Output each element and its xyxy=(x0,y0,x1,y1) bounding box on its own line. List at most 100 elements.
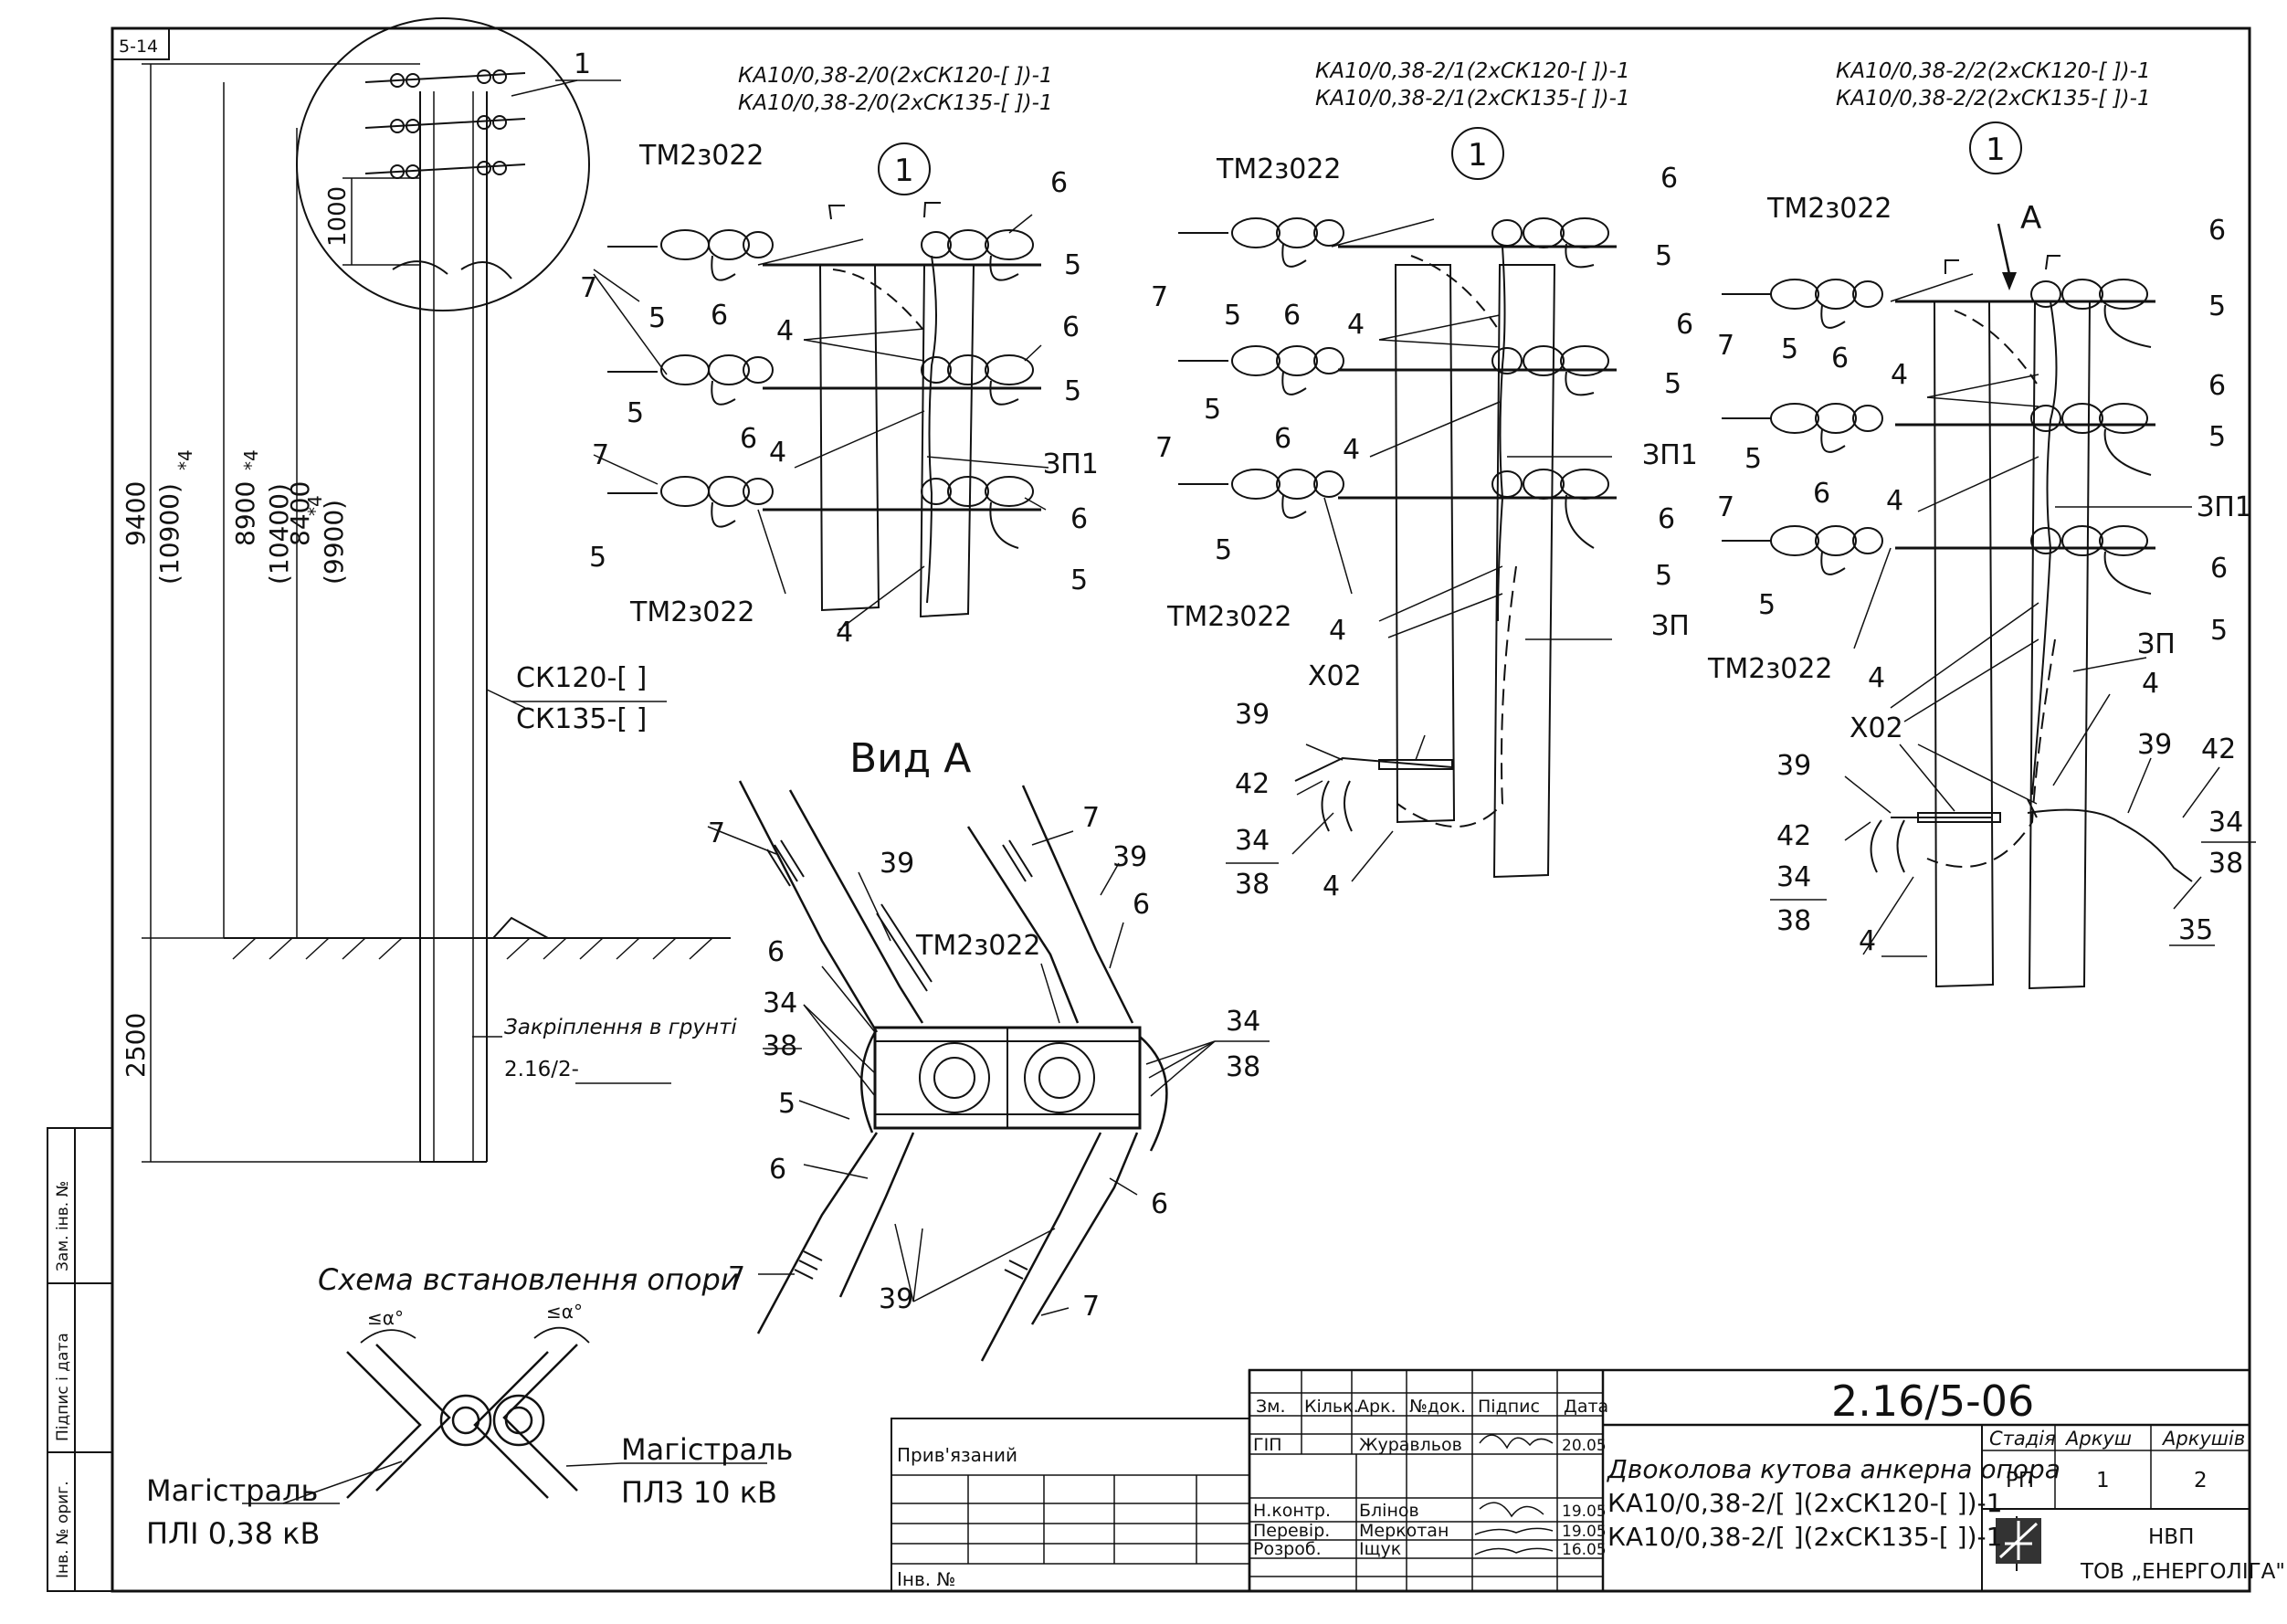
dim-8900: 8900 xyxy=(230,481,260,546)
view-3-lbl-7b: 7 xyxy=(1717,491,1734,523)
view-3-lbl-35: 35 xyxy=(2178,914,2213,946)
view-3-lbl-38b: 38 xyxy=(2208,848,2243,880)
company-line-1: НВП xyxy=(2148,1525,2194,1549)
view-a-lbl-7b: 7 xyxy=(1082,802,1100,834)
view-3-arrow-a: А xyxy=(2020,200,2041,237)
view-1-lbl-5c: 5 xyxy=(589,542,606,574)
view-2-lbl-6a: 6 xyxy=(1283,300,1301,332)
signer-role-1: Н.контр. xyxy=(1253,1501,1331,1521)
view-3-lbl-5e: 5 xyxy=(2208,421,2226,453)
view-1-tm-bottom: ТМ2з022 xyxy=(629,596,755,628)
dim-9400: 9400 xyxy=(121,481,151,546)
view-a-lbl-39c: 39 xyxy=(879,1283,913,1315)
view-1-lbl-4b: 4 xyxy=(769,437,786,469)
view-2-node-circle xyxy=(1451,127,1504,180)
pole-type-2: СК135-[ ] xyxy=(516,703,647,735)
view-2-lbl-6b: 6 xyxy=(1274,423,1291,455)
view-3-lbl-39a: 39 xyxy=(1776,750,1811,782)
inv-label: Інв. № xyxy=(897,1568,955,1590)
col-sign: Підпис xyxy=(1478,1397,1540,1417)
scheme-left-line-2: ПЛІ 0,38 кВ xyxy=(146,1516,320,1551)
side-stamp-sign-date: Підпис і дата xyxy=(54,1333,72,1441)
view-a-lbl-6c: 6 xyxy=(769,1154,786,1186)
pole-elevation xyxy=(142,17,731,1163)
sheets-value: 2 xyxy=(2194,1469,2208,1492)
view-a-title: Вид А xyxy=(849,735,971,782)
view-2-tm-bottom: ТМ2з022 xyxy=(1166,601,1292,633)
signer-name-2: Меркотан xyxy=(1359,1521,1449,1541)
view-2-lbl-4c: 4 xyxy=(1329,615,1346,647)
view-3-tm-top: ТМ2з022 xyxy=(1766,193,1892,225)
signer-role-3: Розроб. xyxy=(1253,1539,1322,1559)
view-3-lbl-7a: 7 xyxy=(1717,330,1734,362)
view-1-tm-top: ТМ2з022 xyxy=(638,140,764,172)
view-3-lbl-34a: 34 xyxy=(1776,861,1811,893)
view-3-lbl-6a: 6 xyxy=(1831,343,1849,374)
view-2-lbl-34: 34 xyxy=(1235,825,1270,857)
signer-date-2: 19.05 xyxy=(1562,1523,1607,1541)
view-1-lbl-7b: 7 xyxy=(592,439,609,471)
view-2-lbl-5f: 5 xyxy=(1655,560,1672,592)
signer-name-1: Блінов xyxy=(1359,1501,1419,1521)
view-3-lbl-5f: 5 xyxy=(2210,615,2228,647)
title-block-lines xyxy=(891,1368,2251,1593)
view-3-code-1: КА10/0,38-2/2(2хСК120-[ ])-1 xyxy=(1836,59,2151,83)
view-1-node-circle xyxy=(878,142,931,195)
outer-frame xyxy=(111,26,2251,1593)
view-2-tm-top: ТМ2з022 xyxy=(1216,153,1342,185)
view-1-drawing xyxy=(593,202,1049,631)
view-3-x02: Х02 xyxy=(1850,712,1903,744)
signer-date-3: 16.05 xyxy=(1562,1541,1607,1559)
view-3-zp: ЗП xyxy=(2137,628,2176,660)
side-stamp-replace-inv: Зам. інв. № xyxy=(54,1181,72,1271)
dim-2500: 2500 xyxy=(121,1013,151,1078)
view-a-tm: ТМ2з022 xyxy=(915,930,1041,962)
view-3-lbl-39b: 39 xyxy=(2137,729,2172,761)
view-3-lbl-6e: 6 xyxy=(2210,553,2228,585)
view-3-lbl-4a: 4 xyxy=(1891,359,1908,391)
star-note-3: *4 xyxy=(304,495,326,516)
scheme-right-line-1: Магістраль xyxy=(621,1432,793,1467)
view-1-lbl-5f: 5 xyxy=(1070,564,1088,596)
view-1-lbl-5d: 5 xyxy=(1064,249,1081,281)
view-2-lbl-6d: 6 xyxy=(1676,309,1693,341)
view-2-code-1: КА10/0,38-2/1(2хСК120-[ ])-1 xyxy=(1315,59,1630,83)
view-a-lbl-7d: 7 xyxy=(1082,1291,1100,1323)
dim-9900: (9900) xyxy=(319,500,349,585)
view-2-zp1: ЗП1 xyxy=(1642,439,1698,471)
view-a-lbl-38b: 38 xyxy=(1226,1051,1260,1083)
view-a-lbl-5: 5 xyxy=(778,1088,796,1120)
col-zm: Зм. xyxy=(1256,1397,1286,1417)
view-2-lbl-5a: 5 xyxy=(1224,300,1241,332)
view-a-lbl-39b: 39 xyxy=(1112,841,1147,873)
view-1-zp1: ЗП1 xyxy=(1043,448,1099,480)
view-2-lbl-4b: 4 xyxy=(1343,434,1360,466)
star-note-2: *4 xyxy=(240,449,262,470)
corner-code-box xyxy=(111,27,170,60)
title-line-2: КА10/0,38-2/[ ](2хСК120-[ ])-1 xyxy=(1607,1488,2002,1518)
view-1-lbl-7a: 7 xyxy=(580,272,597,304)
pole-callout: 1 xyxy=(574,48,591,80)
dim-10400: (10400) xyxy=(264,483,294,585)
view-3-lbl-5d: 5 xyxy=(2208,290,2226,322)
side-stamp-inv-orig: Інв. № ориг. xyxy=(54,1481,72,1578)
star-note-1: *4 xyxy=(174,449,196,470)
view-1-lbl-6a: 6 xyxy=(711,300,728,332)
view-3-lbl-42b: 42 xyxy=(2201,733,2236,765)
view-1-lbl-6e: 6 xyxy=(1070,503,1088,535)
title-line-1: Двоколова кутова анкерна опора xyxy=(1606,1454,2060,1484)
view-1-lbl-6b: 6 xyxy=(740,423,757,455)
view-a-lbl-34a: 34 xyxy=(763,987,797,1019)
view-3-lbl-38a: 38 xyxy=(1776,905,1811,937)
scheme-drawing xyxy=(242,1326,767,1504)
view-a-lbl-7c: 7 xyxy=(728,1261,745,1293)
signer-date-1: 19.05 xyxy=(1562,1503,1607,1521)
view-3-lbl-4c: 4 xyxy=(1868,662,1885,694)
view-3-lbl-5b: 5 xyxy=(1744,443,1762,475)
company-line-2: ТОВ „ЕНЕРГОЛІГА" xyxy=(2080,1560,2285,1584)
view-3-node-circle xyxy=(1969,121,2022,174)
scheme-title: Схема встановлення опори xyxy=(318,1262,740,1297)
view-2-code-2: КА10/0,38-2/1(2хСК135-[ ])-1 xyxy=(1315,87,1630,111)
view-3-lbl-6b: 6 xyxy=(1813,478,1830,510)
